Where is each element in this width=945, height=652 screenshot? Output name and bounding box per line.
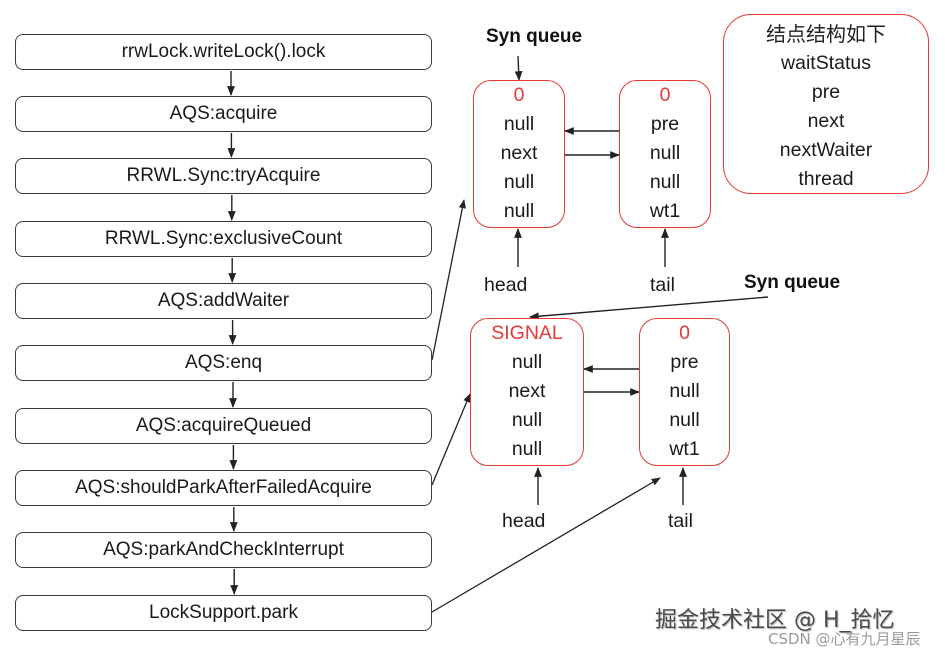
queue2-head-label: head (502, 510, 546, 532)
node-next-waiter: null (503, 171, 535, 193)
node-wait-status: 0 (659, 84, 671, 106)
step-try-acquire[interactable]: RRWL.Sync:tryAcquire (15, 158, 432, 194)
queue2-tail-label: tail (668, 510, 693, 532)
enq-to-queue1-arrow (431, 199, 466, 361)
step-acquire[interactable]: AQS:acquire (15, 96, 432, 132)
step-acquire-queued[interactable]: AQS:acquireQueued (15, 408, 432, 444)
legend-title: 结点结构如下 (766, 22, 886, 46)
node-next-waiter: null (511, 409, 543, 431)
legend-field-next: next (807, 110, 845, 132)
step-write-lock[interactable]: rrwLock.writeLock().lock (15, 34, 432, 70)
node-pre: pre (670, 351, 699, 373)
syn-queue-1-label: Syn queue (486, 26, 583, 47)
node-wait-status: SIGNAL (491, 322, 563, 344)
syn-queue-2-label: Syn queue (744, 272, 841, 293)
legend-field-next-waiter: nextWaiter (779, 139, 873, 161)
watermark-primary: 掘金技术社区 @ H_拾忆 (655, 608, 895, 633)
node-thread: wt1 (649, 200, 681, 222)
park-to-queue2-tail-arrow (431, 477, 661, 613)
step-exclusive-count[interactable]: RRWL.Sync:exclusiveCount (15, 221, 432, 257)
queue1-tail-node[interactable]: 0 pre null null wt1 (619, 80, 711, 228)
queue1-head-node[interactable]: 0 null next null null (473, 80, 565, 228)
queue2-tail-node[interactable]: 0 pre null null wt1 (639, 318, 730, 466)
node-next-waiter: null (669, 409, 700, 431)
node-thread: wt1 (669, 438, 700, 460)
step-lock-support-park[interactable]: LockSupport.park (15, 595, 432, 631)
node-pre: null (511, 351, 543, 373)
step-park-and-check[interactable]: AQS:parkAndCheckInterrupt (15, 532, 432, 568)
node-structure-legend: 结点结构如下 waitStatus pre next nextWaiter th… (723, 14, 929, 194)
node-next: null (669, 380, 700, 402)
node-pre: pre (650, 113, 680, 135)
watermark-secondary: CSDN @心有九月星辰 (768, 630, 921, 648)
queue1-head-label: head (484, 274, 528, 296)
queue2-head-node[interactable]: SIGNAL null next null null (470, 318, 584, 466)
should-park-to-queue2-arrow (431, 393, 471, 486)
step-enq[interactable]: AQS:enq (15, 345, 432, 381)
syn-queue-2-pointer-arrow (529, 296, 769, 321)
node-next: null (649, 142, 681, 164)
node-next: next (508, 380, 546, 402)
flow-arrows (227, 71, 239, 595)
node-thread: null (503, 200, 535, 222)
legend-field-thread: thread (798, 168, 854, 190)
node-next: next (500, 142, 538, 164)
legend-field-pre: pre (811, 81, 841, 103)
node-pre: null (503, 113, 535, 135)
node-wait-status: 0 (679, 322, 690, 344)
node-thread: null (511, 438, 543, 460)
legend-field-wait-status: waitStatus (781, 52, 871, 74)
step-add-waiter[interactable]: AQS:addWaiter (15, 283, 432, 319)
syn-queue-1-pointer-arrow (514, 55, 523, 81)
step-should-park[interactable]: AQS:shouldParkAfterFailedAcquire (15, 470, 432, 506)
node-next-waiter: null (649, 171, 681, 193)
queue1-tail-label: tail (650, 274, 675, 296)
node-wait-status: 0 (513, 84, 525, 106)
